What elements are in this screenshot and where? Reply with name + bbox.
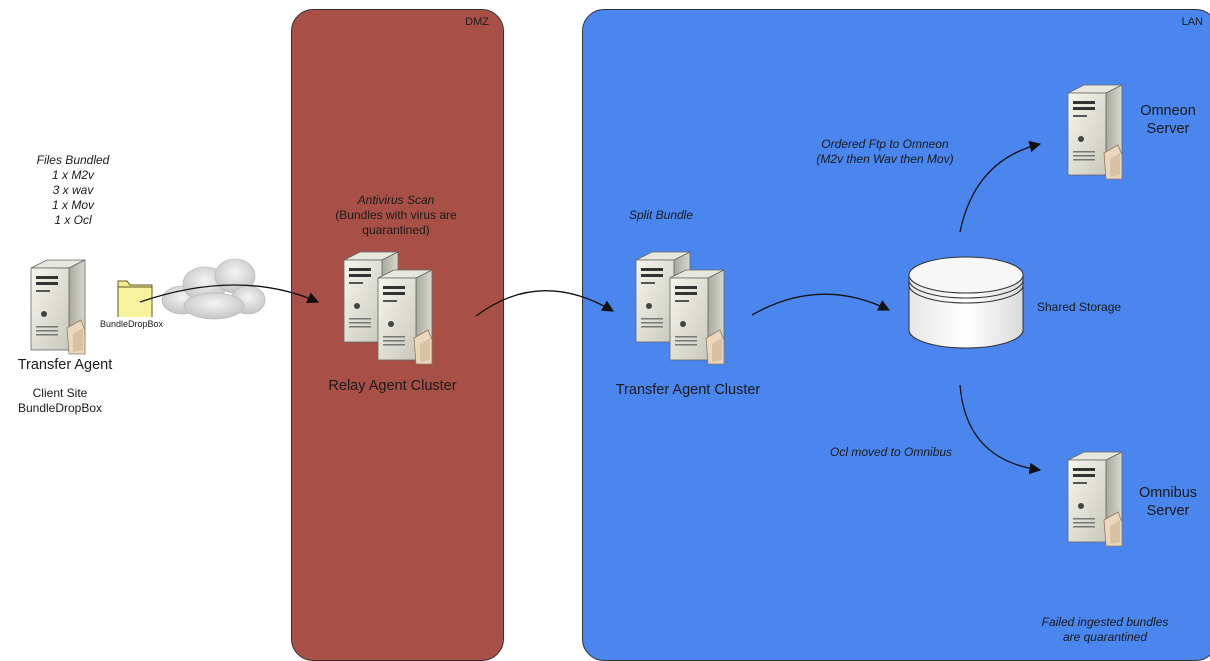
- bundle-item: 1 x Ocl: [54, 213, 92, 227]
- arrow-client-to-relay: [139, 284, 320, 304]
- transfer-agent-label: Transfer Agent: [17, 357, 113, 373]
- omneon-server-icon: [1067, 84, 1123, 180]
- arrow-storage-to-omnibus: [959, 384, 1042, 475]
- antivirus-scan-note: Antivirus Scan (Bundles with virus are q…: [291, 193, 501, 238]
- bundle-item: 1 x M2v: [51, 168, 94, 182]
- files-bundled-title: Files Bundled: [36, 153, 110, 167]
- bundle-item: 1 x Mov: [51, 198, 94, 212]
- arrow-storage-to-omneon: [959, 140, 1042, 233]
- quarantine-note: Failed ingested bundles are quarantined: [1041, 615, 1169, 644]
- arrow-relay-to-transfer: [475, 290, 615, 317]
- files-bundled-note: Files Bundled 1 x M2v 3 x wav 1 x Mov 1 …: [18, 153, 128, 228]
- omnibus-server-icon: [1067, 451, 1123, 547]
- folder-label: BundleDropBox: [99, 317, 165, 332]
- internet-cloud-icon: [161, 258, 266, 320]
- antivirus-scan-title: Antivirus Scan: [357, 193, 435, 207]
- shared-storage-icon: [908, 256, 1024, 349]
- lan-label: LAN: [1181, 16, 1203, 28]
- arrow-transfer-to-storage: [751, 293, 891, 316]
- relay-server-icon-2: [377, 269, 433, 365]
- split-bundle-label: Split Bundle: [628, 208, 694, 222]
- shared-storage-label: Shared Storage: [1037, 300, 1122, 314]
- omneon-server-label: Omneon Server: [1140, 103, 1196, 137]
- omnibus-server-label: Omnibus Server: [1138, 485, 1198, 519]
- dmz-label: DMZ: [465, 16, 489, 28]
- ordered-ftp-note: Ordered Ftp to Omneon (M2v then Wav then…: [816, 137, 954, 166]
- transfer-cluster-label: Transfer Agent Cluster: [615, 382, 761, 398]
- transfer-agent-server-icon: [30, 259, 86, 355]
- client-site-label: Client Site BundleDropBox: [17, 386, 103, 415]
- ocl-moved-note: Ocl moved to Omnibus: [830, 445, 953, 459]
- transfer-cluster-server-icon-2: [669, 269, 725, 365]
- relay-cluster-label: Relay Agent Cluster: [328, 378, 457, 394]
- bundle-item: 3 x wav: [52, 183, 94, 197]
- bundledropbox-folder-icon: [117, 280, 153, 321]
